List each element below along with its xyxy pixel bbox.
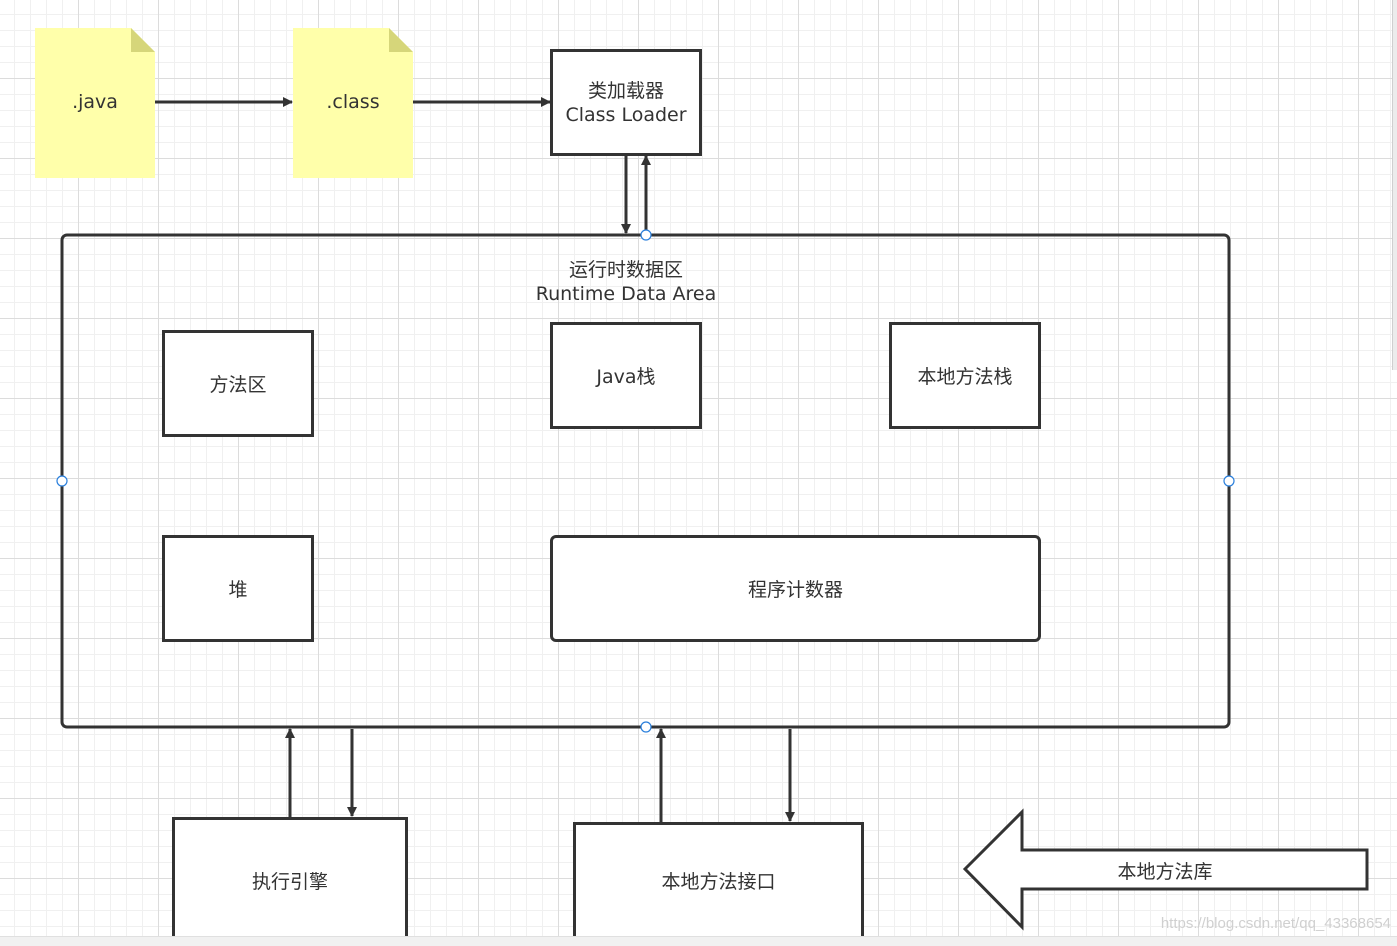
native-method-interface-label: 本地方法接口	[661, 871, 776, 893]
native-library-label: 本地方法库	[1117, 860, 1213, 883]
runtime-data-area-box[interactable]	[60, 233, 1231, 729]
runtime-data-area-title: 运行时数据区 Runtime Data Area	[426, 258, 826, 306]
connection-handle-left[interactable]	[56, 475, 68, 487]
heap-label: 堆	[228, 579, 248, 601]
runtime-data-area-label-zh: 运行时数据区	[568, 259, 683, 281]
class-file-label: .class	[326, 91, 380, 113]
native-library-label-wrap: 本地方法库	[1030, 852, 1300, 888]
native-library-arrow[interactable]	[962, 808, 1369, 931]
horizontal-scrollbar[interactable]	[0, 936, 1397, 946]
runtime-data-area-label-en: Runtime Data Area	[535, 283, 717, 305]
connection-handle-bottom[interactable]	[640, 721, 652, 733]
native-method-stack-box[interactable]: 本地方法栈	[889, 322, 1041, 429]
class-file-note[interactable]	[293, 28, 413, 178]
connection-handle-top[interactable]	[640, 229, 652, 241]
method-area-label: 方法区	[209, 374, 267, 396]
class-loader-box[interactable]: 类加载器 Class Loader	[550, 49, 702, 156]
java-stack-box[interactable]: Java栈	[550, 322, 702, 429]
watermark-text: https://blog.csdn.net/qq_43368654	[1160, 915, 1391, 932]
execution-engine-label: 执行引擎	[251, 871, 328, 893]
java-file-label: .java	[72, 91, 118, 113]
native-method-interface-box[interactable]: 本地方法接口	[573, 822, 864, 939]
heap-box[interactable]: 堆	[162, 535, 314, 642]
connection-handle-right[interactable]	[1223, 475, 1235, 487]
vertical-scrollbar[interactable]	[1392, 0, 1397, 370]
execution-engine-box[interactable]: 执行引擎	[172, 817, 408, 944]
program-counter-box[interactable]: 程序计数器	[550, 535, 1041, 642]
java-stack-label: Java栈	[596, 366, 656, 388]
class-loader-label-zh: 类加载器	[587, 79, 664, 102]
method-area-box[interactable]: 方法区	[162, 330, 314, 437]
java-file-note[interactable]	[35, 28, 155, 178]
native-method-stack-label: 本地方法栈	[917, 366, 1013, 388]
program-counter-label: 程序计数器	[747, 579, 843, 601]
class-loader-label-en: Class Loader	[565, 103, 687, 126]
